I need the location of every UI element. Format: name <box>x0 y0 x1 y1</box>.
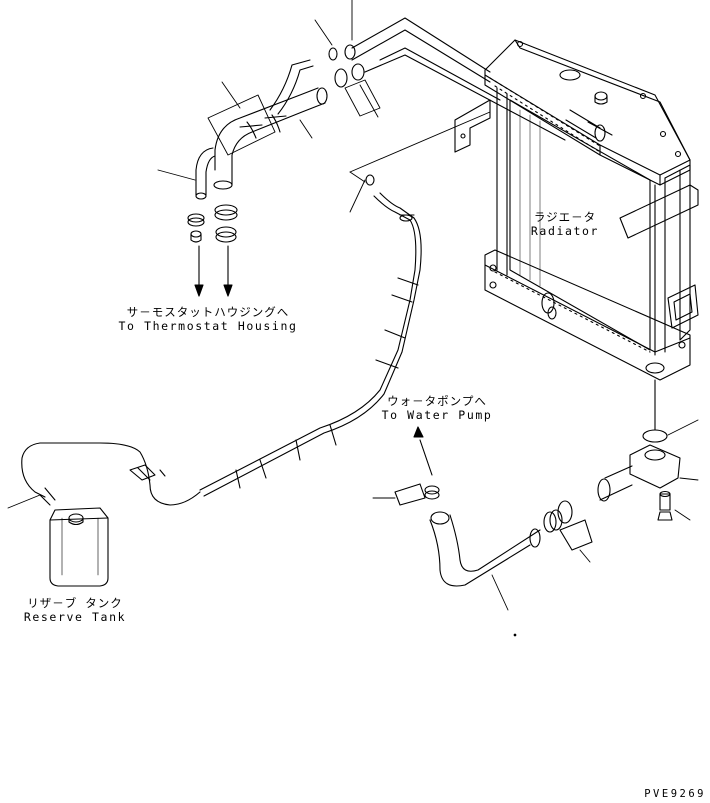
lower-hose <box>429 500 593 611</box>
radiator <box>454 39 699 431</box>
reserve-tank <box>7 494 109 587</box>
drawing-number: PVE9269 <box>644 788 706 800</box>
radiator-label-jp: ラジエ－タ <box>533 210 597 224</box>
thermostat-housing-label-jp: サ－モスタットハウジングへ <box>126 305 290 319</box>
reserve-tank-label: リザ－ブ タンク Reserve Tank <box>15 596 135 624</box>
radiator-label: ラジエ－タ Radiator <box>520 210 610 238</box>
water-pump-label-jp: ウォ－タポンプへ <box>387 394 487 408</box>
water-pump-label-en: To Water Pump <box>381 408 493 422</box>
thermostat-housing-label-en: To Thermostat Housing <box>118 319 298 333</box>
water-pump-label: ウォ－タポンプへ To Water Pump <box>372 394 502 422</box>
water-outlet-pipe <box>597 419 699 521</box>
radiator-label-en: Radiator <box>530 224 600 238</box>
water-pump-fittings <box>372 426 440 506</box>
upper-water-pipe <box>328 17 566 141</box>
reserve-tank-label-en: Reserve Tank <box>23 610 127 624</box>
overflow-tube <box>21 174 422 506</box>
upper-hose <box>195 59 328 200</box>
leader-lines <box>157 0 491 213</box>
thermostat-housing-label: サ－モスタットハウジングへ To Thermostat Housing <box>108 305 308 333</box>
reserve-tank-label-jp: リザ－ブ タンク <box>27 596 123 610</box>
stray-dot <box>513 633 517 637</box>
thermostat-arrows <box>194 245 233 297</box>
thermostat-fittings <box>187 204 238 243</box>
